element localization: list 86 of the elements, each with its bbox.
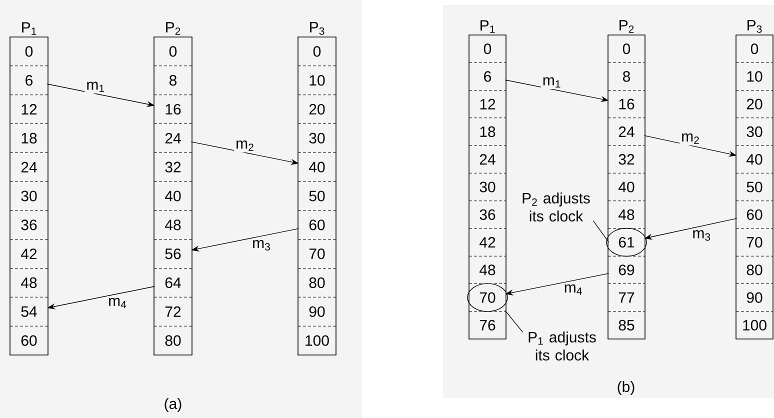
clock-value: 42 (21, 248, 37, 260)
clock-value: 36 (480, 209, 496, 220)
clock-value: 61 (618, 236, 634, 248)
edge-label: m$_{2}$ (236, 140, 254, 151)
clock-value: 72 (165, 306, 181, 317)
clock-value: 12 (480, 98, 496, 110)
clock-value: 100 (743, 320, 766, 330)
clock-value: 8 (623, 71, 630, 82)
clock-value: 30 (480, 182, 496, 192)
clock-value: 36 (21, 220, 37, 230)
clock-value: 40 (165, 190, 181, 202)
clock-value: 32 (618, 154, 634, 165)
clock-value: 77 (618, 292, 634, 303)
clock-value: 18 (22, 132, 37, 144)
edge-label: m$_{3}$ (253, 240, 270, 251)
edge-label: m$_{4}$ (109, 298, 126, 308)
clock-value: 16 (166, 104, 181, 115)
clock-value: 60 (309, 220, 325, 230)
clock-value: 12 (22, 104, 37, 114)
clock-value: 54 (21, 306, 37, 317)
clock-value: 40 (309, 162, 325, 172)
clock-value: 80 (309, 277, 325, 288)
clock-value: 0 (484, 44, 492, 54)
clock-value: 70 (746, 236, 762, 248)
edge-label: m$_{1}$ (543, 77, 560, 88)
leader-line (592, 220, 610, 243)
clock-value: 56 (165, 248, 181, 260)
clock-value: 6 (484, 71, 492, 82)
clock-value: 30 (746, 126, 762, 138)
clock-value: 30 (21, 190, 37, 202)
clock-value: 24 (21, 162, 37, 172)
clock-value: 70 (480, 292, 496, 303)
clock-value: 48 (618, 209, 634, 220)
clock-value: 40 (746, 154, 762, 165)
clock-value: 8 (170, 75, 177, 86)
clock-value: 50 (746, 182, 762, 192)
leader-line (504, 310, 524, 333)
clock-value: 24 (480, 154, 496, 165)
edge-label: m$_{2}$ (682, 133, 699, 144)
clock-value: 90 (746, 292, 762, 303)
clock-value: 60 (21, 335, 37, 346)
clock-value: 18 (480, 126, 496, 138)
clock-value: 30 (309, 132, 325, 144)
clock-value: 100 (306, 335, 329, 346)
clock-value: 0 (313, 46, 321, 57)
clock-value: 16 (619, 98, 634, 110)
node-label: P$_{3}$ (310, 22, 324, 35)
node-label: P$_{2}$ (620, 20, 634, 33)
node-label: P$_{2}$ (166, 22, 180, 35)
clock-value: 80 (165, 335, 181, 346)
clock-value: 6 (26, 75, 33, 86)
clock-value: 0 (622, 44, 630, 54)
callout-text: P$_{1}$ adjusts its clock (528, 332, 596, 360)
clock-value: 50 (309, 190, 325, 202)
clock-value: 24 (165, 132, 181, 144)
node-label: P$_{1}$ (480, 20, 495, 33)
clock-value: 42 (480, 237, 496, 248)
clock-value: 20 (746, 98, 762, 110)
edge-label: m$_{4}$ (564, 284, 582, 295)
node-label: P$_{3}$ (748, 20, 762, 33)
clock-value: 76 (480, 320, 496, 330)
clock-value: 48 (480, 264, 496, 276)
clock-value: 69 (618, 264, 634, 276)
clock-value: 10 (747, 71, 762, 82)
clock-value: 90 (309, 306, 325, 317)
clock-value: 32 (165, 162, 181, 172)
clock-value: 85 (618, 320, 634, 330)
clock-value: 0 (169, 46, 177, 57)
clock-value: 0 (750, 44, 758, 54)
clock-value: 20 (309, 104, 325, 115)
panel-label: (b) (618, 381, 634, 395)
clock-value: 0 (25, 46, 33, 57)
clock-value: 24 (618, 126, 634, 137)
clock-value: 40 (618, 182, 634, 192)
clock-value: 10 (310, 75, 325, 86)
node-label: P$_{1}$ (22, 22, 36, 35)
clock-value: 60 (746, 209, 762, 220)
edge-label: m$_{1}$ (87, 82, 104, 92)
clock-value: 64 (165, 277, 181, 288)
clock-value: 48 (21, 277, 37, 288)
clock-value: 48 (165, 220, 181, 230)
clock-value: 80 (746, 264, 762, 276)
callout-text: P$_{2}$ adjusts its clock (522, 192, 590, 222)
edge-label: m$_{3}$ (693, 230, 710, 241)
clock-value: 70 (309, 248, 325, 260)
panel-label: (a) (164, 398, 182, 412)
